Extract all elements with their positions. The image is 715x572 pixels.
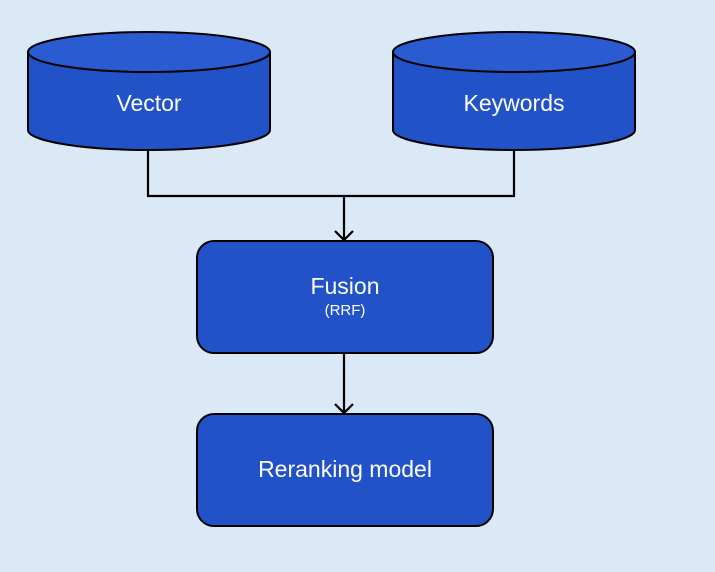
keywords-label: Keywords [463, 90, 565, 116]
vector-label: Vector [116, 90, 182, 116]
fusion-sublabel: (RRF) [324, 302, 366, 320]
connector-keywords-to-junction [344, 150, 516, 198]
database-cylinder-icon [27, 31, 271, 151]
reranking-label: Reranking model [258, 456, 432, 483]
fusion-label: Fusion [310, 273, 380, 300]
vector-database-node: Vector [26, 30, 272, 154]
connector-vector-to-junction [146, 150, 344, 198]
fusion-node: Fusion (RRF) [196, 240, 494, 354]
keywords-database-node: Keywords [391, 30, 637, 154]
database-cylinder-icon [392, 31, 636, 151]
reranking-model-node: Reranking model [196, 413, 494, 527]
